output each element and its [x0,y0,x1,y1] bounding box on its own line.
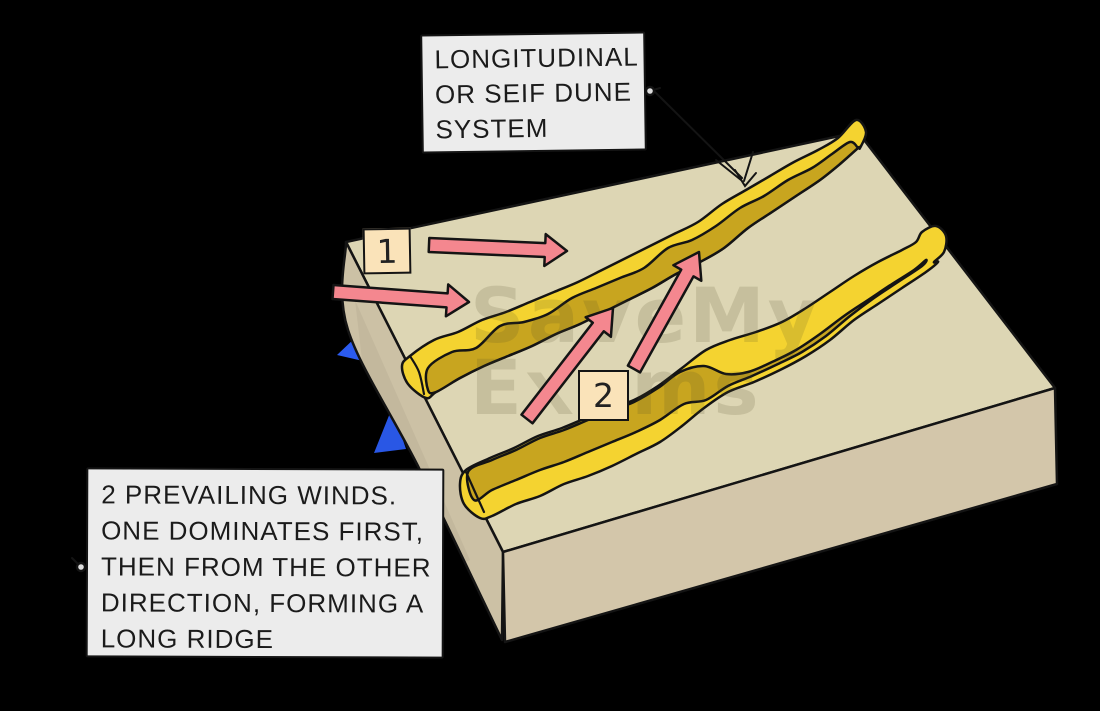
dune-2-end-cap-line [464,470,486,514]
wind-text-line: THEN FROM THE OTHER [100,551,432,583]
wind-explanation-tag: 2 PREVAILING WINDS. ONE DOMINATES FIRST,… [85,467,445,659]
wind-phase-2-label: 2 [593,376,614,415]
crest-pointer-stroke [743,151,754,182]
block-front-face [501,386,1059,644]
title-line: SYSTEM [435,112,549,145]
dune-ridge-2-shadow [465,258,928,502]
crest-pointer-stroke [715,159,742,181]
title-label-tag: LONGITUDINAL OR SEIF DUNE SYSTEM [420,31,647,154]
wind-2-arrow-left [520,306,615,425]
wind-text-line: LONG RIDGE [100,623,275,655]
wind-text-line: ONE DOMINATES FIRST, [101,515,425,547]
dune-1-end-cap-line [408,354,426,396]
crest-pointer-arrowhead [734,169,757,188]
title-line: LONGITUDINAL [434,41,639,75]
wind-text-line: 2 PREVAILING WINDS. [101,479,398,511]
dune-ridge-1-shadow [424,140,861,395]
tag-connector-ring [644,85,656,97]
wind-text-line: DIRECTION, FORMING A [100,587,425,619]
wind-phase-1-label: 1 [376,231,398,271]
wind-1-arrow-lower [331,283,471,318]
wind-1-arrow-upper [427,232,569,268]
wind-phase-2-marker: 2 [578,370,629,421]
crest-pointer-arrow [654,91,743,179]
wind-phase-1-marker: 1 [362,227,412,275]
blue-accent-triangle [374,408,406,453]
wind-2-arrow-right [626,250,703,374]
tag-connector-ring [75,561,87,573]
title-line: OR SEIF DUNE [434,76,633,110]
